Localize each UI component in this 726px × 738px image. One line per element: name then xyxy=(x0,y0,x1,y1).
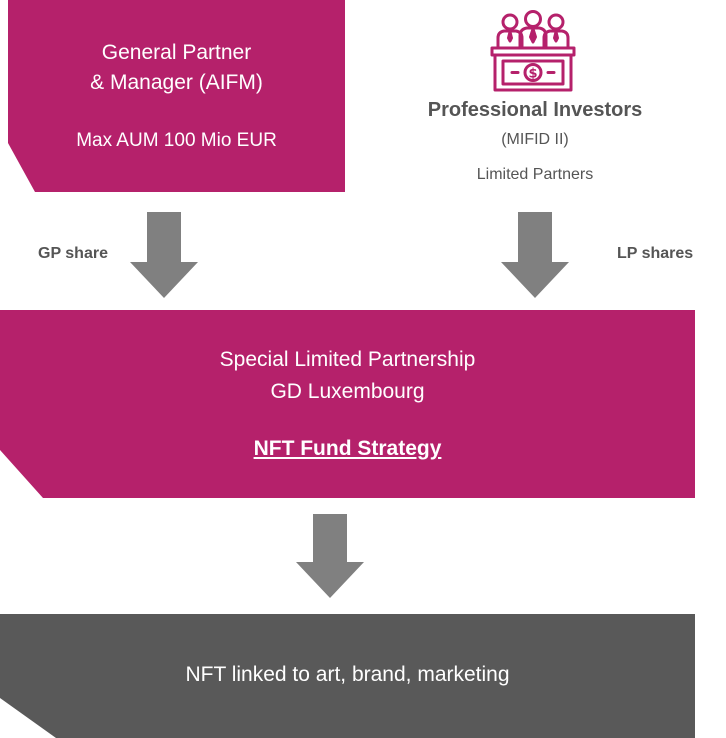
partnership-jurisdiction: GD Luxembourg xyxy=(270,380,425,403)
investment-flow-arrow xyxy=(296,514,364,598)
fund-strategy-label: NFT Fund Strategy xyxy=(253,437,442,460)
investors-at-desk-icon: $ xyxy=(490,10,576,92)
general-partner-title-line1: General Partner xyxy=(101,41,252,64)
lp-shares-label: LP shares xyxy=(617,245,694,262)
investors-title: Professional Investors xyxy=(427,99,643,121)
investors-regulation: (MIFID II) xyxy=(501,131,569,148)
partnership-name: Special Limited Partnership xyxy=(219,348,476,371)
investors-role: Limited Partners xyxy=(476,166,594,183)
lp-flow-arrow xyxy=(501,212,569,298)
svg-text:$: $ xyxy=(528,67,537,82)
nft-target-box: NFT linked to art, brand, marketing xyxy=(0,614,695,738)
nft-target-label: NFT linked to art, brand, marketing xyxy=(185,663,510,686)
gp-share-label: GP share xyxy=(38,245,108,262)
partnership-box: Special Limited Partnership GD Luxembour… xyxy=(0,310,695,498)
general-partner-aum: Max AUM 100 Mio EUR xyxy=(76,130,277,151)
gp-flow-arrow xyxy=(130,212,198,298)
general-partner-title: General Partner & Manager (AIFM) xyxy=(8,38,345,98)
general-partner-title-line2: & Manager (AIFM) xyxy=(90,71,263,94)
general-partner-box: General Partner & Manager (AIFM) Max AUM… xyxy=(8,0,345,192)
